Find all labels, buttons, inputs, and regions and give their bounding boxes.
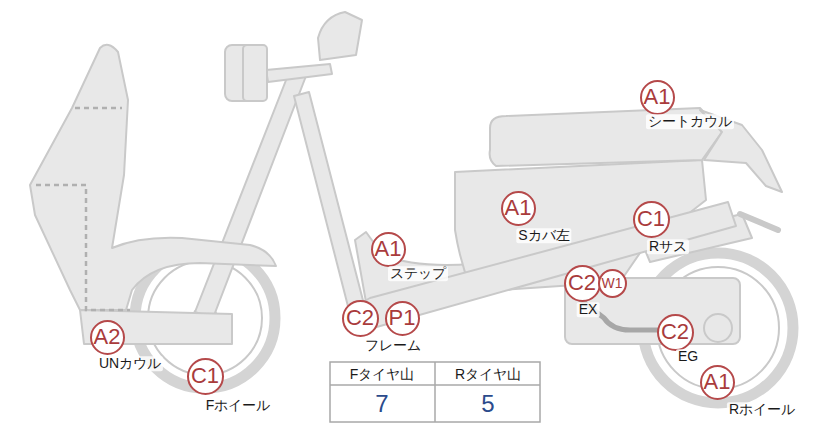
part-name: EX	[577, 302, 600, 317]
table-value: 7	[375, 392, 388, 416]
damage-code: A1	[375, 238, 402, 260]
tread-table	[330, 362, 540, 422]
damage-code-circle: P1	[385, 301, 420, 336]
damage-code-circle: W1	[598, 269, 627, 298]
damage-code: C2	[568, 272, 596, 294]
part-name: Rホイール	[727, 402, 797, 417]
damage-code-circle: A1Sカバ左	[501, 191, 536, 226]
damage-code-circle: C2フレーム	[342, 300, 379, 337]
damage-code: C1	[637, 208, 665, 230]
table-value: 5	[481, 392, 494, 416]
table-header: Rタイヤ山	[455, 367, 521, 381]
part-name: フレーム	[363, 338, 423, 353]
damage-code-circle: C1Rサス	[633, 201, 670, 238]
damage-code: A1	[505, 197, 532, 219]
damage-code: C2	[661, 321, 689, 343]
damage-code-circle: A1シートカウル	[640, 80, 675, 115]
part-name: UNカウル	[97, 356, 163, 371]
damage-code: P1	[389, 307, 416, 329]
damage-code: A2	[94, 326, 121, 348]
damage-code: A1	[644, 86, 671, 108]
part-name: Sカバ左	[516, 228, 571, 243]
damage-code: C1	[191, 365, 219, 387]
damage-code-circle: C2EX	[564, 265, 601, 302]
part-name: シートカウル	[646, 114, 734, 129]
damage-code: C2	[346, 307, 374, 329]
part-name: ステップ	[388, 266, 448, 281]
part-name: EG	[676, 349, 700, 364]
table-header: Fタイヤ山	[350, 367, 415, 381]
damage-code-circle: A1Rホイール	[700, 365, 735, 400]
damage-code-circle: C2EG	[657, 314, 694, 351]
damage-code-circle: C1Fホイール	[187, 358, 224, 395]
damage-code: W1	[602, 276, 623, 290]
damage-code: A1	[704, 371, 731, 393]
part-name: Rサス	[647, 239, 689, 254]
damage-code-circle: A1ステップ	[371, 232, 406, 267]
part-name: Fホイール	[204, 398, 273, 413]
damage-code-circle: A2UNカウル	[90, 320, 125, 355]
